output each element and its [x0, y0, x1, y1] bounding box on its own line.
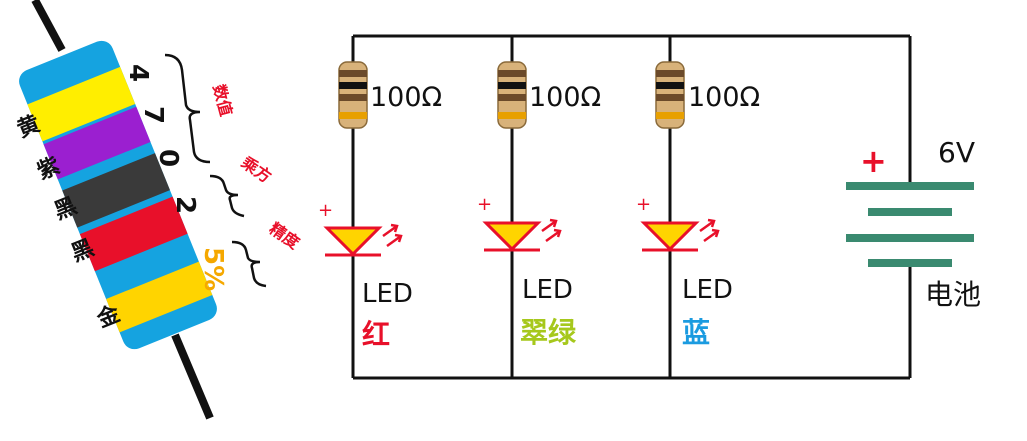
- digit-4: 2: [170, 196, 200, 214]
- resistor-lead-top: [31, 0, 66, 52]
- brace-multiplier: [209, 174, 245, 218]
- resistor-1-label: 100Ω: [370, 82, 442, 113]
- brace-tolerance: [231, 240, 267, 288]
- led-2-label: LED: [522, 275, 573, 305]
- resistor-2: [497, 61, 527, 129]
- led-3-color: 蓝: [682, 316, 710, 349]
- battery-plus: +: [860, 142, 887, 180]
- led-1-label: LED: [362, 279, 413, 309]
- branch-3: 100Ω + LED 蓝: [636, 61, 760, 349]
- battery-plate-2: [868, 208, 952, 216]
- battery-plate-3: [846, 234, 974, 242]
- digit-1: 4: [123, 64, 153, 82]
- tolerance-value: 5%: [198, 247, 228, 291]
- digit-3: 0: [153, 149, 183, 167]
- band-gold: [106, 261, 213, 333]
- battery-label: 电池: [925, 278, 981, 311]
- battery: + 6V 电池: [846, 136, 981, 311]
- resistor-3-label: 100Ω: [688, 82, 760, 113]
- group-label-value: 数值: [209, 82, 236, 118]
- resistor-1: [338, 61, 368, 129]
- led-3-plus: +: [636, 194, 651, 215]
- led-2: [482, 218, 562, 252]
- led-2-color: 翠绿: [520, 316, 577, 349]
- led-3-label: LED: [682, 275, 733, 305]
- band-red: [79, 196, 188, 272]
- battery-plate-1: [846, 182, 974, 190]
- resistor-2-label: 100Ω: [529, 82, 601, 113]
- group-label-multiplier: 乘方: [237, 152, 275, 187]
- led-2-plus: +: [477, 194, 492, 215]
- band-black: [62, 153, 170, 228]
- led-1-color: 红: [362, 318, 390, 351]
- branch-1: 100Ω + LED 红: [318, 61, 442, 351]
- group-label-tolerance: 精度: [266, 219, 304, 253]
- band-yellow: [27, 66, 136, 142]
- band-purple: [43, 106, 151, 180]
- branch-2: 100Ω + LED 翠绿: [477, 61, 601, 349]
- led-3: [640, 218, 720, 252]
- led-1: [323, 223, 403, 257]
- battery-voltage: 6V: [938, 136, 975, 169]
- brace-value: [164, 53, 211, 164]
- digit-2: 7: [138, 106, 168, 124]
- resistor-lead-bottom: [171, 333, 214, 420]
- led-1-plus: +: [318, 200, 333, 221]
- battery-plate-4: [868, 259, 952, 267]
- resistor-3: [655, 61, 685, 129]
- resistor-illustration: 黄 紫 黑 黑 金 4 7 0 2 5% 数值 乘方 精度: [14, 0, 304, 420]
